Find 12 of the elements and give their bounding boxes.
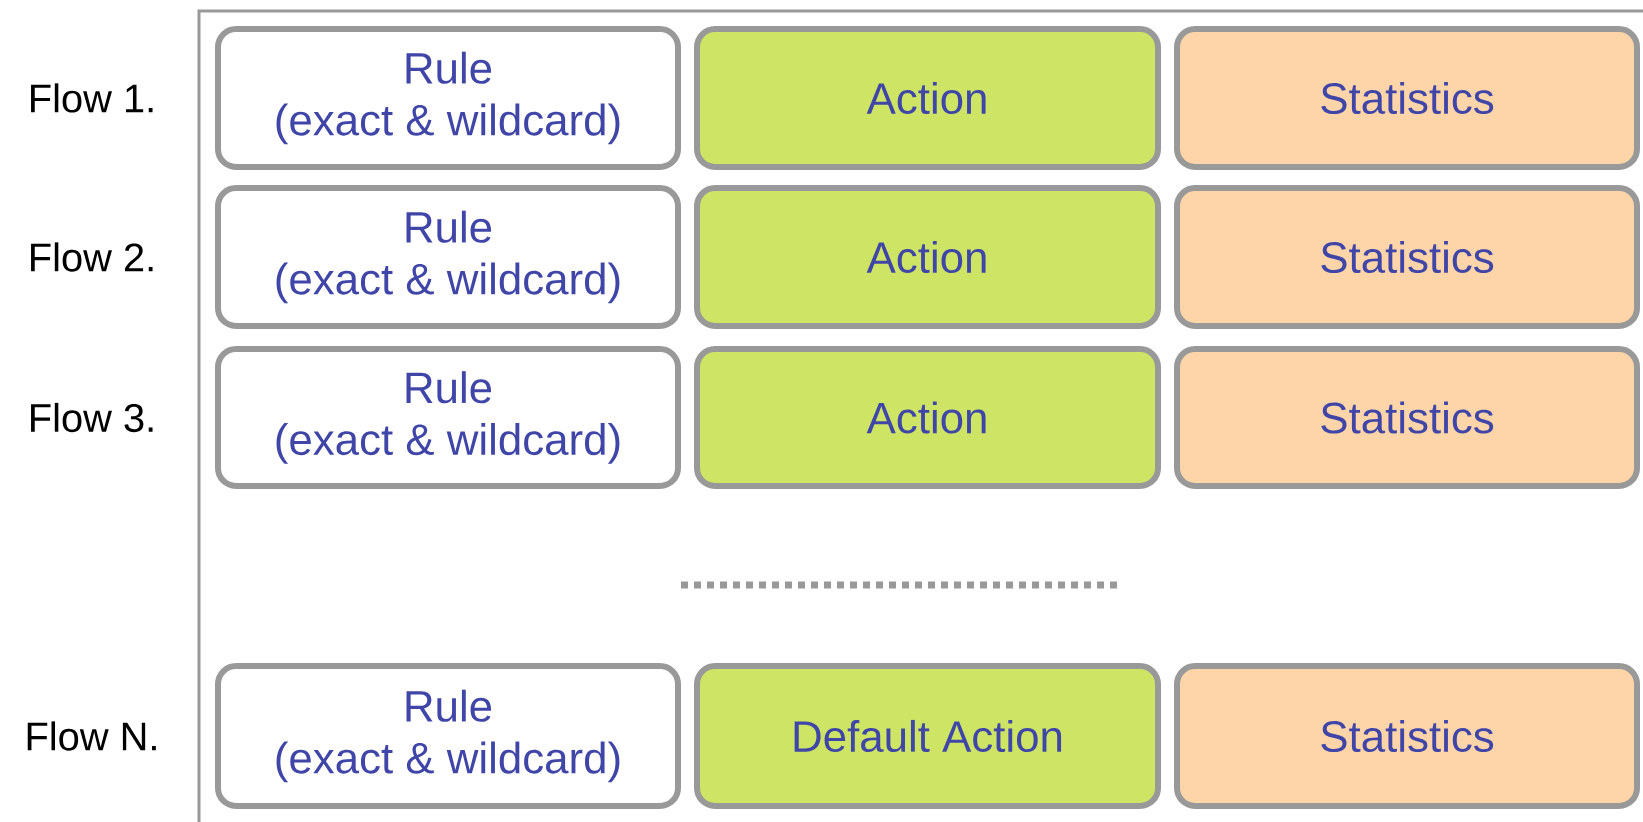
- statistics-box: Statistics: [1174, 26, 1640, 170]
- row-label: Flow 1.: [31, 83, 153, 113]
- statistics-box: Statistics: [1174, 185, 1640, 329]
- statistics-box: Statistics: [1174, 346, 1640, 489]
- action-box: Action: [694, 185, 1161, 329]
- action-box: Default Action: [694, 663, 1161, 809]
- action-box: Action: [694, 346, 1161, 489]
- row-label: Flow 2.: [31, 242, 153, 272]
- row-label: Flow N.: [27, 721, 156, 751]
- statistics-box: Statistics: [1174, 663, 1640, 809]
- row-label: Flow 3.: [31, 402, 153, 433]
- action-box: Action: [694, 26, 1161, 170]
